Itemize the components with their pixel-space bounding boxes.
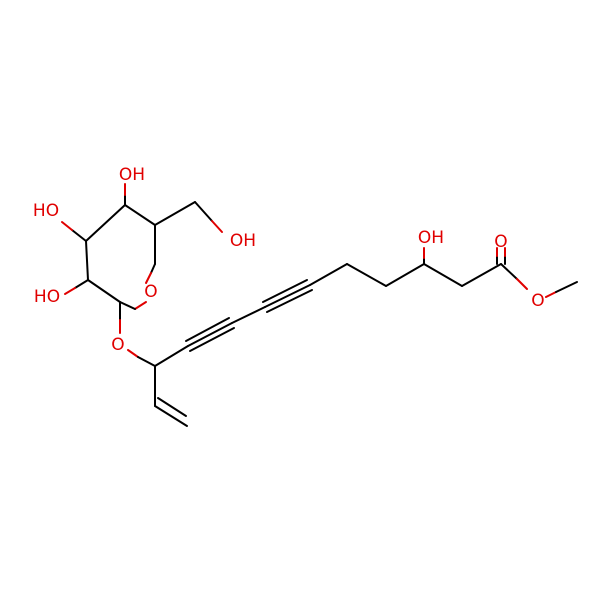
bond-c5-ringO-red xyxy=(145,272,152,284)
bond-c4-c5 xyxy=(124,204,156,226)
label-hydroxyl-c4: OH xyxy=(119,165,145,185)
label-chain-hydroxyl: OH xyxy=(418,228,444,248)
bond-glycosidicO-c xyxy=(137,356,156,367)
triple-bond-2-lower xyxy=(266,289,313,313)
label-carbonyl-oxygen: O xyxy=(494,232,507,252)
triple-bond-2-upper xyxy=(262,279,308,303)
bond-c2-c3 xyxy=(85,240,89,281)
bond-vinyl-double-2 xyxy=(157,397,187,417)
bond-alkyne-ch2 xyxy=(309,263,348,286)
triple-bond-1-upper xyxy=(185,317,230,342)
label-ring-oxygen: O xyxy=(144,282,157,302)
label-hydroxymethyl: OH xyxy=(230,231,256,251)
bond-vinyl-double-1 xyxy=(154,405,188,427)
bond-glycosidicO-c-red xyxy=(127,349,139,358)
bond-c3-oh-red xyxy=(61,221,73,231)
bond-c-alkyne xyxy=(154,345,189,367)
bond-ch2-ch2 xyxy=(346,263,387,287)
bond-choh-ch2 xyxy=(423,263,463,287)
aglycone-chain xyxy=(127,247,578,427)
label-hydroxyl-c2: HO xyxy=(34,287,60,307)
pyranose-ring xyxy=(85,204,156,310)
bond-ch2-choh xyxy=(385,263,425,287)
bond-ringO-c1-red xyxy=(134,301,147,310)
atom-labels: OH HO HO OH O O OH O O xyxy=(33,165,545,355)
bond-c2-oh xyxy=(74,279,89,289)
bond-c5-ch2 xyxy=(154,201,196,226)
bond-c2-oh-red xyxy=(64,287,76,295)
bond-esterO-methyl-red xyxy=(545,291,557,298)
bond-ch2-oh-red xyxy=(211,220,223,233)
bond-c5-ringO xyxy=(150,263,156,274)
bond-ch2-oh xyxy=(194,201,213,222)
bond-ringO-c1 xyxy=(119,301,136,310)
bond-diyne-link xyxy=(231,306,266,324)
bond-esterO-methyl xyxy=(555,281,578,293)
bond-carbonyl-esterO-red xyxy=(516,278,528,290)
bond-c3-c4 xyxy=(85,204,126,242)
triple-bond-1-lower xyxy=(189,327,235,352)
bond-c3-oh xyxy=(71,229,87,242)
label-glycosidic-oxygen: O xyxy=(111,335,124,355)
label-hydroxyl-c3: HO xyxy=(33,201,59,221)
triple-bond-2-center xyxy=(264,284,311,308)
bond-carbonyl-esterO xyxy=(500,263,518,280)
bond-c1-c2 xyxy=(87,279,121,303)
triple-bond-1-center xyxy=(187,322,233,347)
label-ester-oxygen: O xyxy=(531,291,544,311)
ring-substituents xyxy=(61,183,223,334)
bond-ch2-carbonyl xyxy=(461,263,502,287)
